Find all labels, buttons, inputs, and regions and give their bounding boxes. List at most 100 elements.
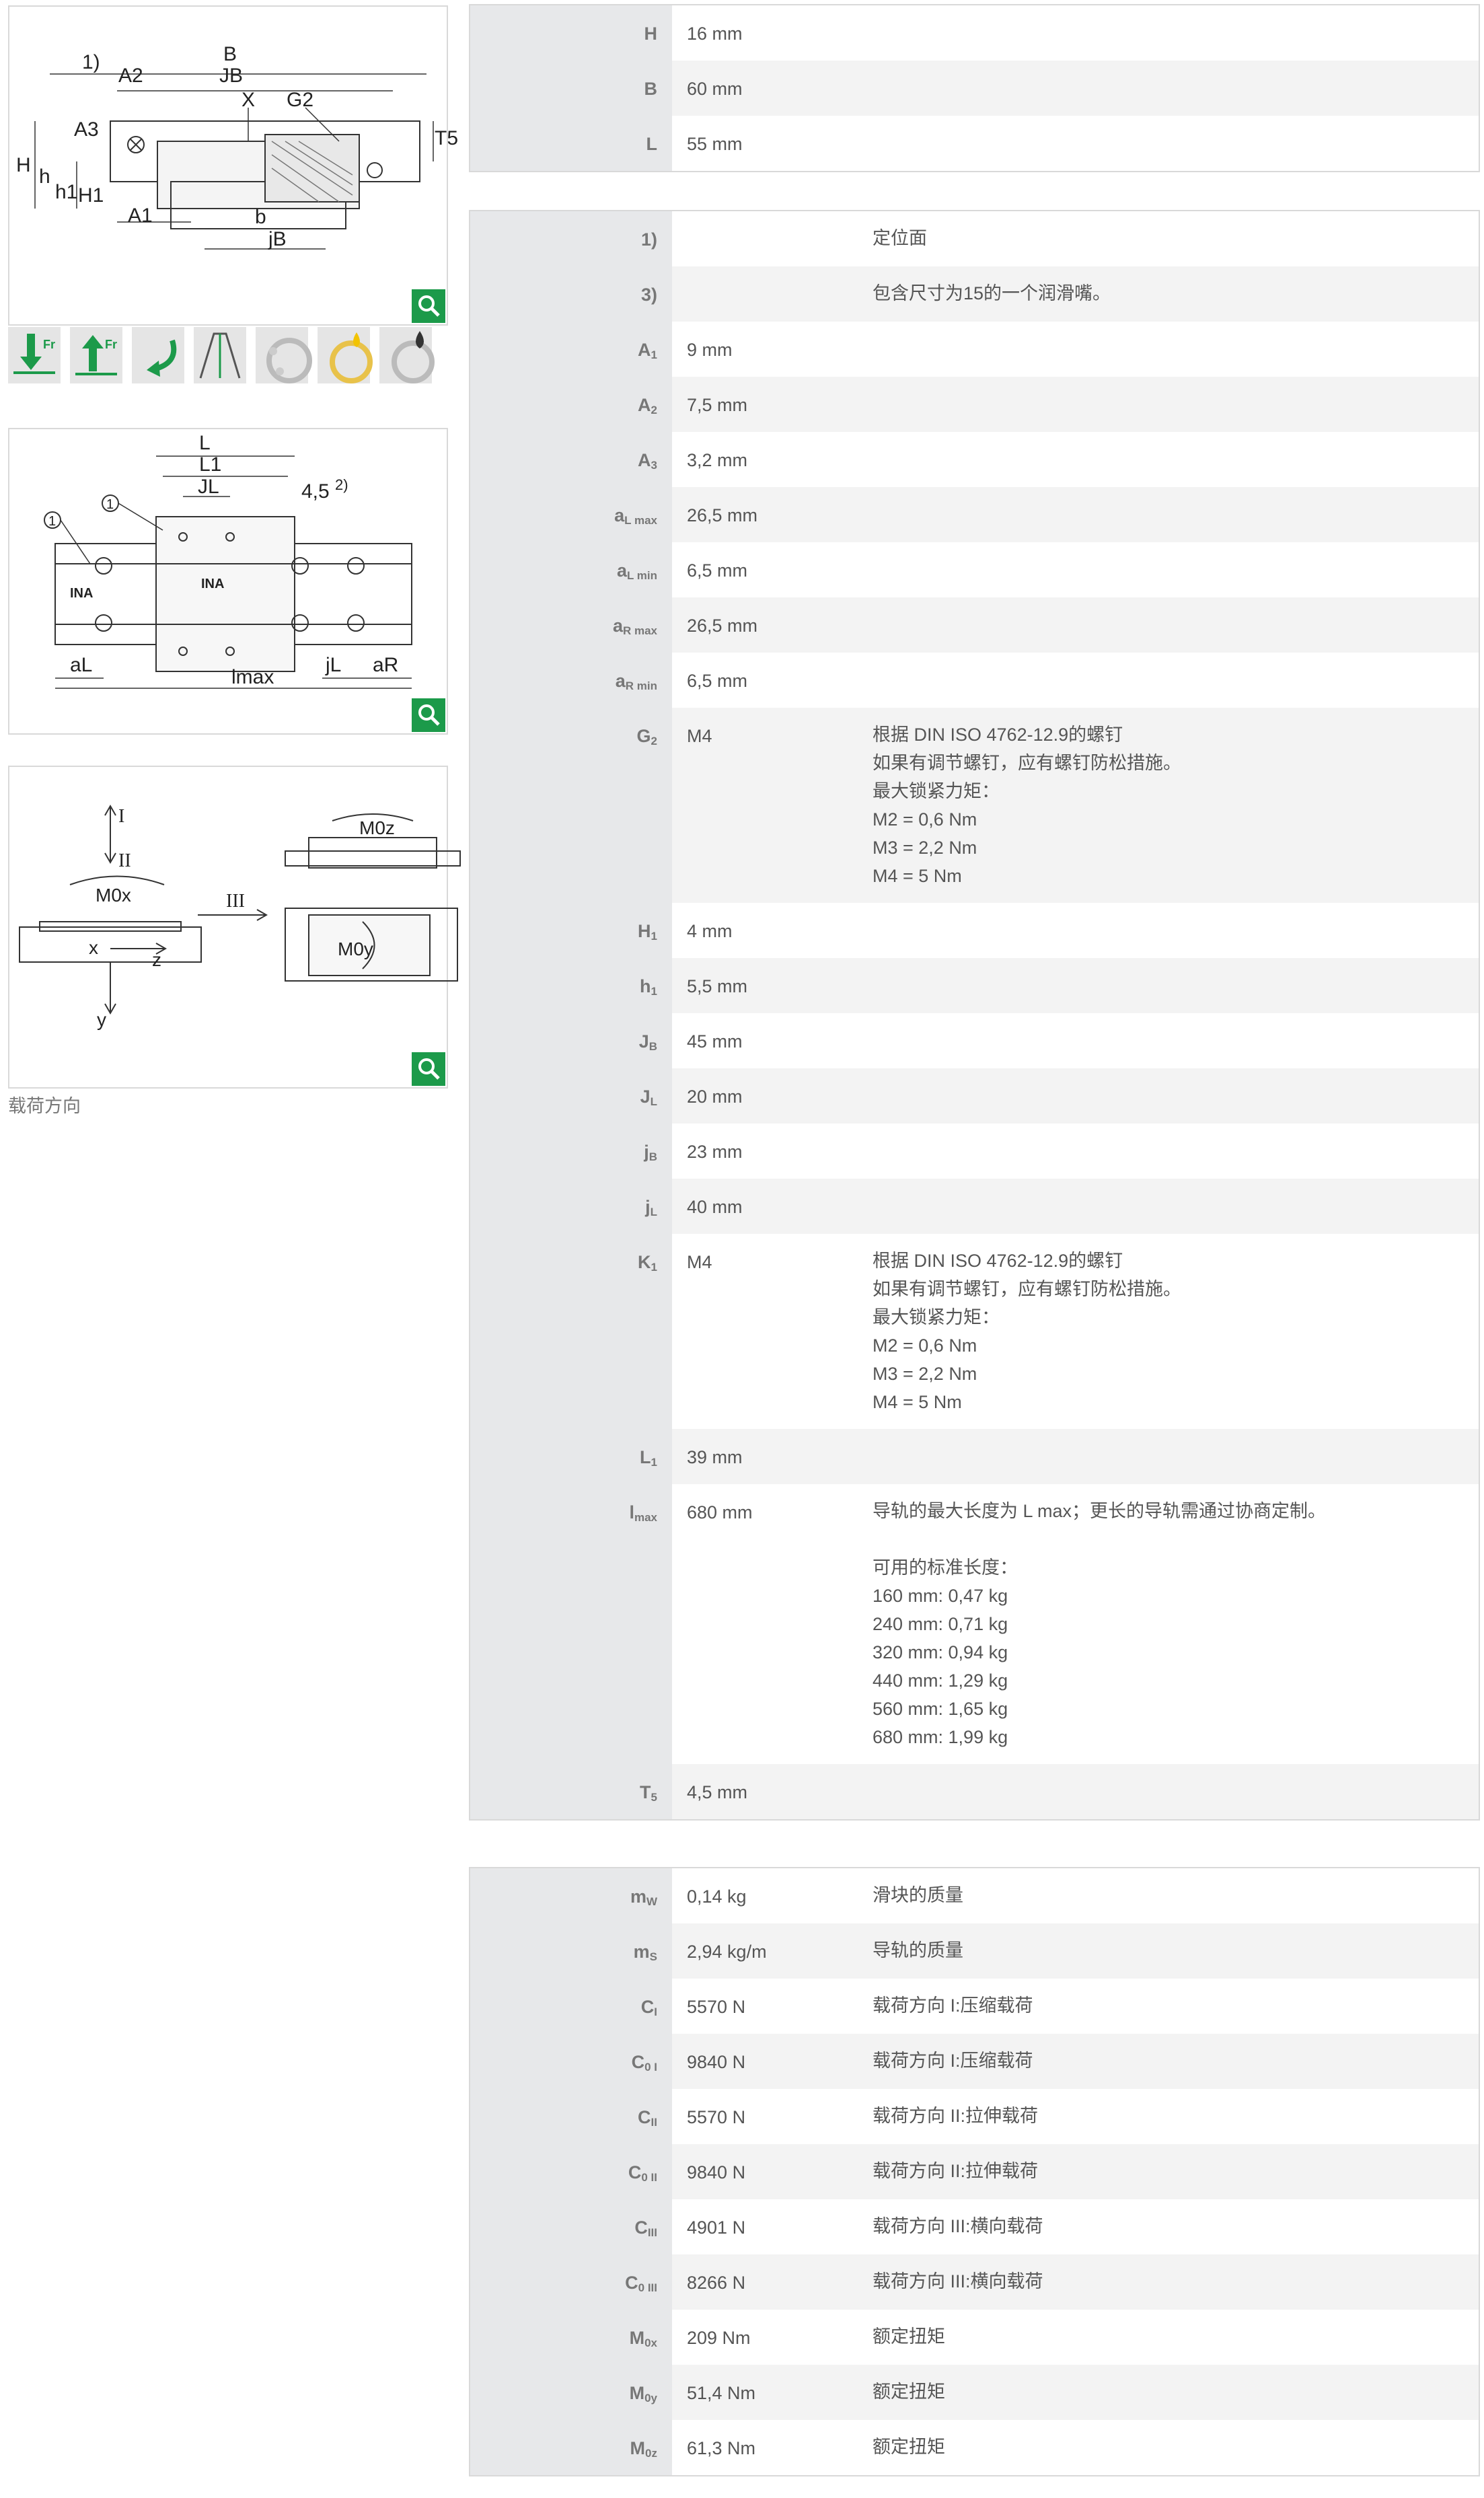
- row-value: 45 mm: [687, 1031, 743, 1052]
- row-note: 滑块的质量: [873, 1885, 963, 1905]
- row-subscript: R max: [622, 624, 657, 637]
- dim-jL: jL: [325, 654, 341, 676]
- row-label: T5: [470, 1764, 672, 1819]
- table-row: K1 M4 根据 DIN ISO 4762-12.9的螺钉 如果有调节螺钉，应有螺钉…: [470, 1234, 1479, 1429]
- row-value: 39 mm: [687, 1447, 743, 1467]
- row-value: 55 mm: [687, 134, 743, 154]
- row-value: [672, 211, 873, 266]
- row-subscript: 2: [651, 404, 657, 416]
- row-subscript: I: [654, 2006, 657, 2018]
- row-subscript: L max: [624, 514, 657, 527]
- row-symbol: a: [612, 616, 623, 636]
- dim-L1: L1: [199, 453, 221, 476]
- row-subscript: max: [634, 1511, 657, 1524]
- row-note: [873, 897, 1479, 958]
- moment-M0z: M0z: [359, 817, 395, 838]
- row-subscript: 1: [651, 930, 657, 943]
- row-label: mW: [470, 1868, 672, 1923]
- row-value: 680 mm: [687, 1502, 753, 1522]
- row-symbol: j: [645, 1197, 651, 1217]
- row-note: [873, 1173, 1479, 1234]
- row-note: 包含尺寸为15的一个润滑嘴。: [873, 283, 1111, 303]
- row-subscript: III: [647, 2226, 657, 2239]
- row-value: M4: [687, 1252, 712, 1272]
- row-label: JL: [470, 1068, 672, 1124]
- row-symbol: J: [640, 1087, 651, 1107]
- row-label: H: [470, 5, 672, 61]
- row-value: 26,5 mm: [687, 616, 758, 636]
- note-1: 1): [82, 51, 100, 73]
- load-direction-svg: I II III M0x M0y M0z x y z: [19, 804, 461, 1030]
- row-label: H1: [470, 903, 672, 958]
- top-view-drawing[interactable]: L L1 JL 4,5 2) aL jL aR lmax INA INA 1 1: [8, 428, 448, 735]
- row-note: 根据 DIN ISO 4762-12.9的螺钉 如果有调节螺钉，应有螺钉防松措施…: [873, 1251, 1181, 1412]
- row-symbol: j: [644, 1142, 649, 1162]
- svg-text:Fr: Fr: [105, 338, 117, 351]
- direction-I: I: [118, 806, 124, 827]
- zoom-button[interactable]: [412, 289, 445, 323]
- dim-JL: JL: [198, 476, 219, 498]
- row-symbol: C: [638, 2107, 651, 2127]
- row-label: CII: [470, 2089, 672, 2144]
- row-value: 26,5 mm: [687, 505, 758, 525]
- load-direction-drawing[interactable]: I II III M0x M0y M0z x y z: [8, 766, 461, 1089]
- zoom-icon: [418, 704, 440, 726]
- table-row: aR max 26,5 mm: [470, 597, 1479, 653]
- row-label: K1: [470, 1234, 672, 1429]
- row-subscript: 0 III: [638, 2281, 657, 2294]
- row-symbol: A: [638, 340, 651, 360]
- row-subscript: W: [646, 1895, 657, 1908]
- zoom-button[interactable]: [412, 1052, 445, 1086]
- row-symbol: a: [615, 671, 626, 691]
- row-subscript: 0 I: [644, 2061, 657, 2073]
- row-value: 51,4 Nm: [687, 2383, 756, 2403]
- row-label: C0 III: [470, 2254, 672, 2310]
- row-note: [873, 1008, 1479, 1068]
- oil-drop-icon: [379, 327, 435, 383]
- row-symbol: M: [629, 2383, 645, 2403]
- row-label: B: [470, 61, 672, 116]
- row-label: aR min: [470, 653, 672, 708]
- direction-III: III: [226, 891, 245, 912]
- load-up-icon: Fr: [70, 327, 122, 383]
- row-value: 4 mm: [687, 921, 733, 941]
- feature-icons: Fr Fr: [8, 327, 448, 386]
- row-label: A2: [470, 377, 672, 432]
- row-label: lmax: [470, 1484, 672, 1764]
- row-label: L: [470, 116, 672, 171]
- row-value: 9 mm: [687, 340, 733, 360]
- row-subscript: R min: [625, 679, 657, 692]
- load-down-icon: Fr: [8, 327, 61, 383]
- row-value: M4: [687, 726, 712, 746]
- row-subscript: 2: [651, 735, 657, 747]
- dim-H: H: [16, 154, 31, 176]
- row-value: 4901 N: [687, 2217, 746, 2238]
- rail-angle-icon: [194, 327, 246, 383]
- cross-section-drawing[interactable]: B A2 JB X G2 T5 1) H h h1 H1 A3 A1 b jB: [8, 5, 458, 326]
- row-subscript: L: [650, 1206, 657, 1218]
- row-label: M0y: [470, 2365, 672, 2420]
- dim-A3: A3: [74, 118, 99, 141]
- row-subscript: S: [649, 1950, 657, 1963]
- row-label: mS: [470, 1923, 672, 1979]
- zoom-button[interactable]: [412, 698, 445, 732]
- row-symbol: A: [638, 395, 651, 415]
- row-value: [672, 266, 873, 322]
- row-symbol: m: [633, 1942, 650, 1962]
- row-note: [873, 537, 1479, 597]
- row-value: 4,5 mm: [687, 1782, 748, 1802]
- row-value: 20 mm: [687, 1087, 743, 1107]
- row-note: [873, 1118, 1479, 1179]
